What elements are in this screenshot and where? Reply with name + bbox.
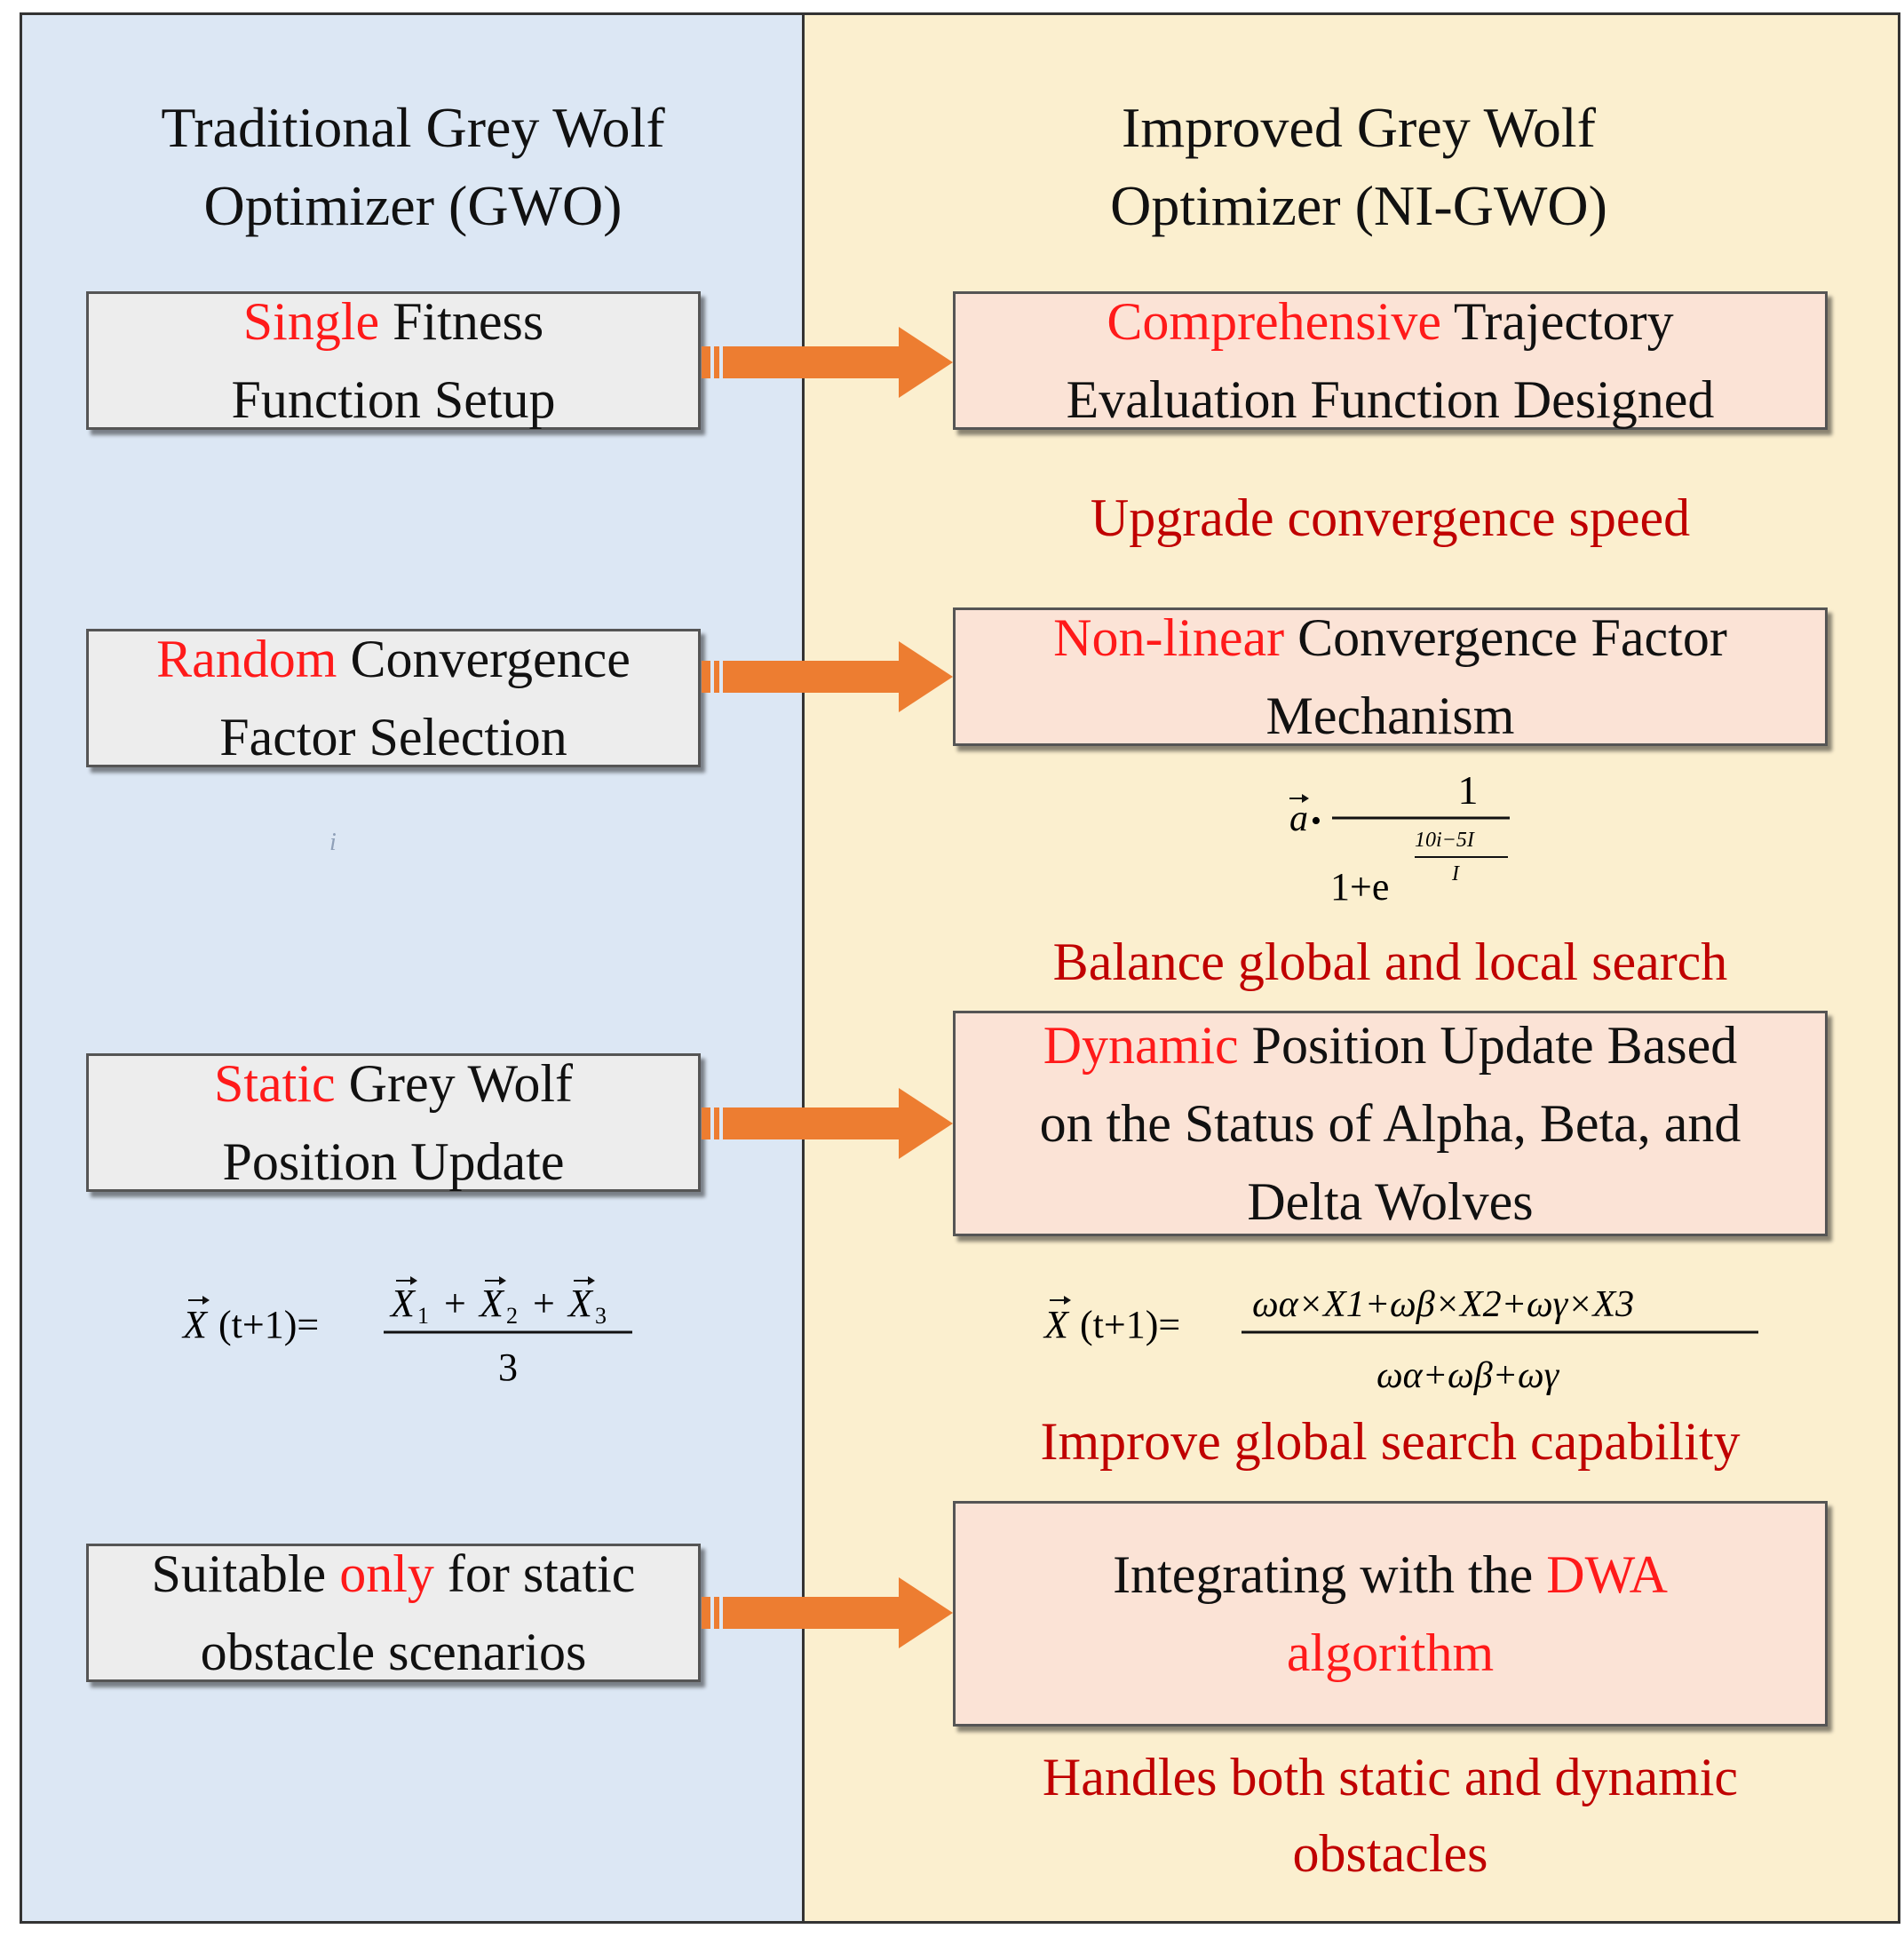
left-column-title: Traditional Grey Wolf Optimizer (GWO) xyxy=(161,96,665,237)
note-global-search: Improve global search capability xyxy=(1040,1412,1741,1471)
nigwo-box-convergence: Non-linear Convergence Factor Mechanism xyxy=(953,607,1828,746)
diagram-frame xyxy=(20,12,1900,1924)
note-balance-search: Balance global and local search xyxy=(1052,933,1728,991)
svg-text:a: a xyxy=(1289,798,1308,839)
svg-text:(t+1)=: (t+1)= xyxy=(1080,1303,1180,1346)
svg-text:3: 3 xyxy=(498,1346,518,1389)
svg-text:X: X xyxy=(181,1303,209,1346)
svg-text:I: I xyxy=(1451,862,1460,885)
nigwo-box-evaluation: Comprehensive Trajectory Evaluation Func… xyxy=(953,291,1828,430)
gwo-box-fitness: Single Fitness Function Setup xyxy=(86,291,701,430)
svg-text:+: + xyxy=(533,1282,555,1325)
nigwo-box-position: Dynamic Position Update Based on the Sta… xyxy=(953,1011,1828,1236)
arrow-1 xyxy=(702,327,953,398)
gwo-position-formula: X (t+1)= X 1 + X 2 + X 3 3 xyxy=(181,1276,632,1389)
right-column-title: Improved Grey Wolf Optimizer (NI-GWO) xyxy=(1110,96,1607,237)
column-divider xyxy=(802,15,805,1921)
svg-text:ωα+ωβ+ωγ: ωα+ωβ+ωγ xyxy=(1376,1355,1560,1396)
nigwo-box-dwa: Integrating with the DWA algorithm xyxy=(953,1501,1828,1727)
svg-text:1: 1 xyxy=(417,1303,429,1329)
convergence-factor-formula: 1 a • 1+e 10i−5I I xyxy=(1289,767,1510,909)
note-static-dynamic: Handles both static and dynamic obstacle… xyxy=(1042,1748,1739,1883)
arrow-2 xyxy=(702,641,953,712)
svg-text:ωα×X1+ωβ×X2+ωγ×X3: ωα×X1+ωβ×X2+ωγ×X3 xyxy=(1252,1284,1634,1325)
svg-text:X: X xyxy=(389,1282,416,1325)
nigwo-position-formula: X (t+1)= ωα×X1+ωβ×X2+ωγ×X3 ωα+ωβ+ωγ xyxy=(1043,1284,1758,1396)
svg-text:10i−5I: 10i−5I xyxy=(1415,829,1475,852)
gwo-box-obstacles: Suitable only for static obstacle scenar… xyxy=(86,1544,701,1682)
svg-text:X: X xyxy=(567,1282,594,1325)
svg-text:1: 1 xyxy=(1458,767,1479,813)
svg-text:3: 3 xyxy=(595,1303,607,1329)
svg-text:+: + xyxy=(444,1282,466,1325)
svg-text:1+e: 1+e xyxy=(1330,865,1389,909)
svg-text:(t+1)=: (t+1)= xyxy=(218,1303,319,1346)
svg-text:•: • xyxy=(1311,805,1321,838)
gwo-box-convergence: Random Convergence Factor Selection xyxy=(86,629,701,767)
stray-mark: i xyxy=(329,829,337,856)
gwo-box-position: Static Grey Wolf Position Update xyxy=(86,1053,701,1192)
svg-text:X: X xyxy=(1043,1303,1070,1346)
svg-text:2: 2 xyxy=(506,1303,518,1329)
note-convergence-speed: Upgrade convergence speed xyxy=(1090,488,1691,547)
arrow-3 xyxy=(702,1088,953,1159)
arrow-4 xyxy=(702,1577,953,1648)
svg-text:X: X xyxy=(478,1282,505,1325)
